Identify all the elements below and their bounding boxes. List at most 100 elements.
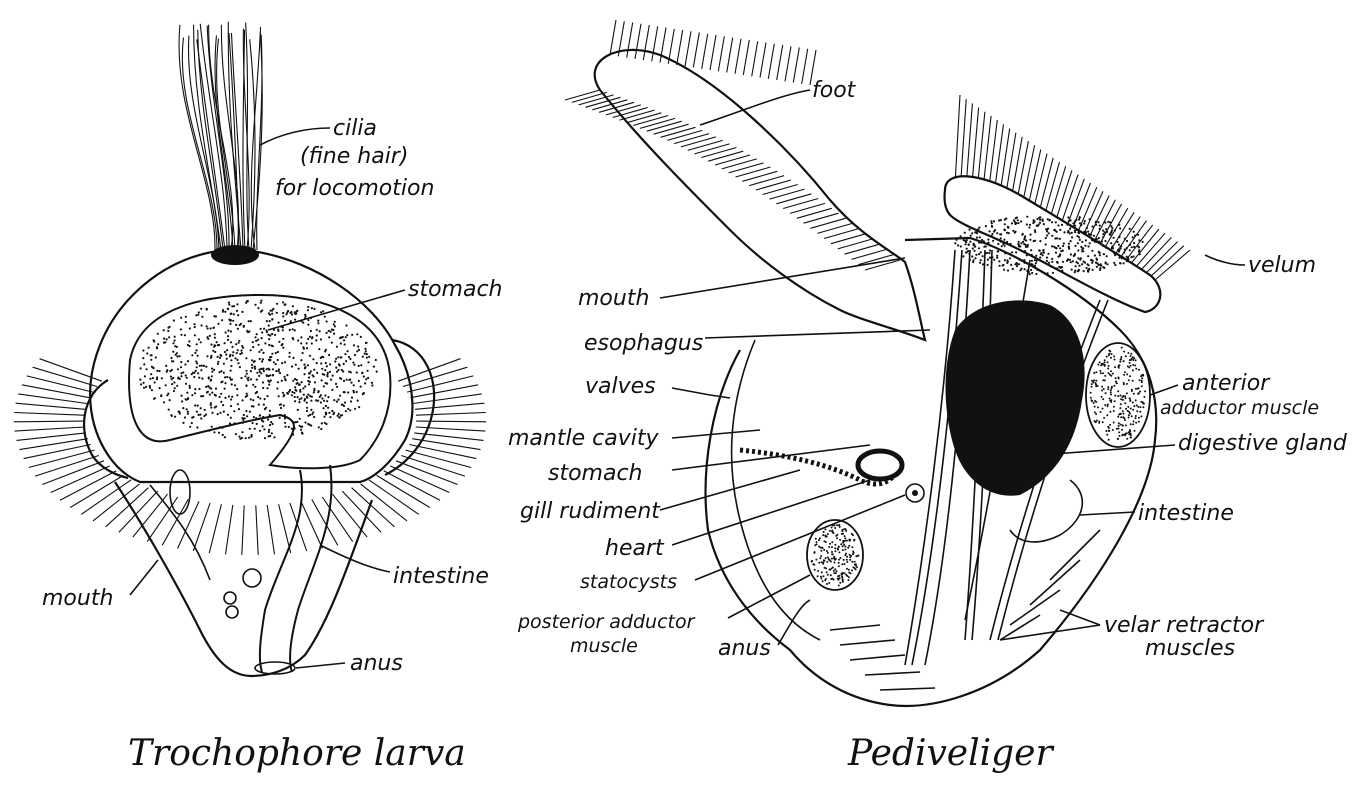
label-velar-retractor-muscles: muscles — [1145, 636, 1235, 661]
stipple-dot — [186, 408, 188, 410]
stipple-dot — [187, 360, 189, 362]
stipple-dot — [1112, 245, 1114, 247]
stipple-dot — [831, 527, 833, 529]
stipple-dot — [1051, 245, 1053, 247]
stipple-dot — [153, 398, 155, 400]
stipple-dot — [201, 365, 203, 367]
stipple-dot — [196, 362, 198, 364]
stipple-dot — [320, 311, 322, 313]
stipple-dot — [1077, 249, 1079, 251]
stipple-dot — [1118, 366, 1120, 368]
stipple-dot — [242, 399, 244, 401]
stipple-dot — [194, 404, 196, 406]
stipple-dot — [1130, 355, 1132, 357]
stipple-dot — [326, 320, 328, 322]
stipple-dot — [1063, 231, 1065, 233]
cilium — [749, 176, 784, 186]
stipple-dot — [1070, 240, 1072, 242]
stipple-dot — [185, 383, 187, 385]
stipple-dot — [236, 359, 238, 361]
stipple-dot — [282, 315, 284, 317]
stipple-dot — [316, 362, 318, 364]
stipple-dot — [1080, 257, 1082, 259]
stipple-dot — [1000, 237, 1002, 239]
stipple-dot — [1039, 216, 1041, 218]
stipple-dot — [1132, 364, 1134, 366]
stipple-dot — [237, 349, 239, 351]
stipple-dot — [230, 341, 232, 343]
stipple-dot — [261, 309, 263, 311]
stipple-dot — [311, 413, 313, 415]
stipple-dot — [828, 582, 830, 584]
caption-pediveliger: Pediveliger — [847, 733, 1054, 774]
stipple-dot — [365, 350, 367, 352]
stipple-dot — [1131, 246, 1133, 248]
stipple-dot — [240, 350, 242, 352]
stipple-dot — [276, 387, 278, 389]
stipple-dot — [820, 576, 822, 578]
stipple-dot — [345, 336, 347, 338]
stipple-dot — [333, 333, 335, 335]
stipple-dot — [180, 372, 182, 374]
stipple-dot — [282, 347, 284, 349]
stipple-dot — [277, 351, 279, 353]
stipple-dot — [163, 401, 165, 403]
stipple-dot — [1067, 230, 1069, 232]
stipple-dot — [1135, 359, 1137, 361]
stipple-dot — [297, 382, 299, 384]
stipple-dot — [1105, 392, 1107, 394]
stipple-dot — [325, 412, 327, 414]
stipple-dot — [357, 400, 359, 402]
stipple-dot — [1129, 397, 1131, 399]
stipple-dot — [1107, 388, 1109, 390]
stipple-dot — [269, 320, 271, 322]
stipple-dot — [313, 416, 315, 418]
stipple-dot — [303, 400, 305, 402]
stipple-dot — [166, 394, 168, 396]
stipple-dot — [1054, 230, 1056, 232]
cilium — [960, 99, 966, 187]
stipple-dot — [846, 561, 848, 563]
stipple-dot — [1118, 236, 1120, 238]
stipple-dot — [1135, 399, 1137, 401]
stipple-dot — [335, 383, 337, 385]
stipple-dot — [1140, 406, 1142, 408]
stipple-dot — [838, 524, 840, 526]
stipple-dot — [1074, 245, 1076, 247]
stipple-dot — [262, 425, 264, 427]
stipple-dot — [184, 363, 186, 365]
stipple-dot — [1094, 411, 1096, 413]
stipple-dot — [1004, 259, 1006, 261]
stipple-dot — [1135, 422, 1137, 424]
stipple-dot — [231, 383, 233, 385]
stipple-dot — [1078, 218, 1080, 220]
stipple-dot — [263, 370, 265, 372]
stipple-dot — [847, 547, 849, 549]
label-cilia: cilia — [333, 116, 377, 141]
stipple-dot — [323, 416, 325, 418]
stipple-dot — [1003, 229, 1005, 231]
stipple-dot — [1026, 223, 1028, 225]
stipple-dot — [306, 402, 308, 404]
stipple-dot — [326, 374, 328, 376]
stipple-dot — [304, 373, 306, 375]
stipple-dot — [281, 344, 283, 346]
stipple-dot — [229, 422, 231, 424]
stipple-dot — [230, 330, 232, 332]
stipple-dot — [299, 398, 301, 400]
stipple-dot — [965, 241, 967, 243]
stipple-dot — [829, 530, 831, 532]
stipple-dot — [1059, 247, 1061, 249]
stipple-dot — [332, 375, 334, 377]
stipple-dot — [817, 570, 819, 572]
stipple-dot — [363, 392, 365, 394]
stipple-dot — [1130, 353, 1132, 355]
label-valves: valves — [585, 374, 656, 399]
stipple-dot — [320, 362, 322, 364]
stipple-dot — [1126, 240, 1128, 242]
stipple-dot — [1104, 240, 1106, 242]
stipple-dot — [294, 319, 296, 321]
stipple-dot — [309, 381, 311, 383]
stipple-dot — [356, 391, 358, 393]
stipple-dot — [255, 417, 257, 419]
